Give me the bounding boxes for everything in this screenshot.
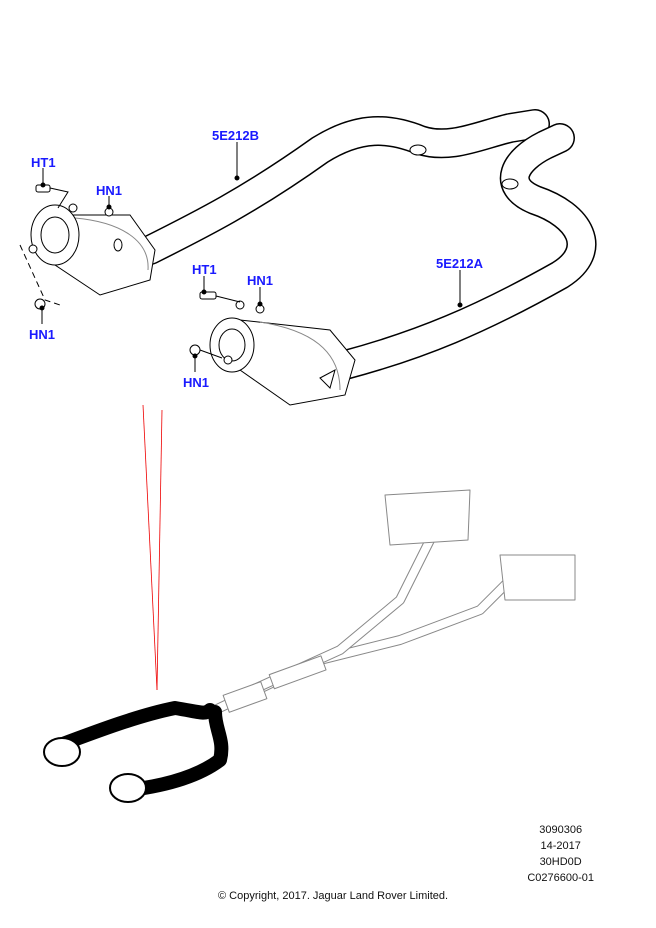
callout-5e212a[interactable]: 5E212A [436, 256, 483, 271]
illustration-meta: 3090306 14-2017 30HD0D C0276600-01 [527, 822, 594, 886]
leader-lines [39, 142, 463, 372]
callout-5e212b[interactable]: 5E212B [212, 128, 259, 143]
front-pipe-5e212b [135, 109, 550, 265]
callout-hn1-right-top[interactable]: HN1 [247, 273, 274, 288]
illustration-number: 3090306 [539, 824, 583, 836]
callout-hn1-right-bottom[interactable]: HN1 [183, 375, 210, 390]
view-indicator-lines [142, 404, 163, 691]
callout-hn1-left-bottom[interactable]: HN1 [29, 327, 56, 342]
copyright-notice: © Copyright, 2017. Jaguar Land Rover Lim… [218, 890, 449, 902]
catalytic-converter-right [209, 300, 356, 406]
illustration-date: 14-2017 [540, 840, 581, 852]
callout-ht1-right[interactable]: HT1 [192, 262, 217, 277]
front-pipe-5e212a [330, 123, 597, 380]
illustration-ref: C0276600-01 [527, 872, 594, 884]
callout-ht1-left[interactable]: HT1 [31, 155, 56, 170]
callout-hn1-left-top[interactable]: HN1 [96, 183, 123, 198]
illustration-code: 30HD0D [539, 856, 582, 868]
exhaust-system-overview [43, 489, 576, 803]
catalytic-converter-left [28, 203, 156, 296]
